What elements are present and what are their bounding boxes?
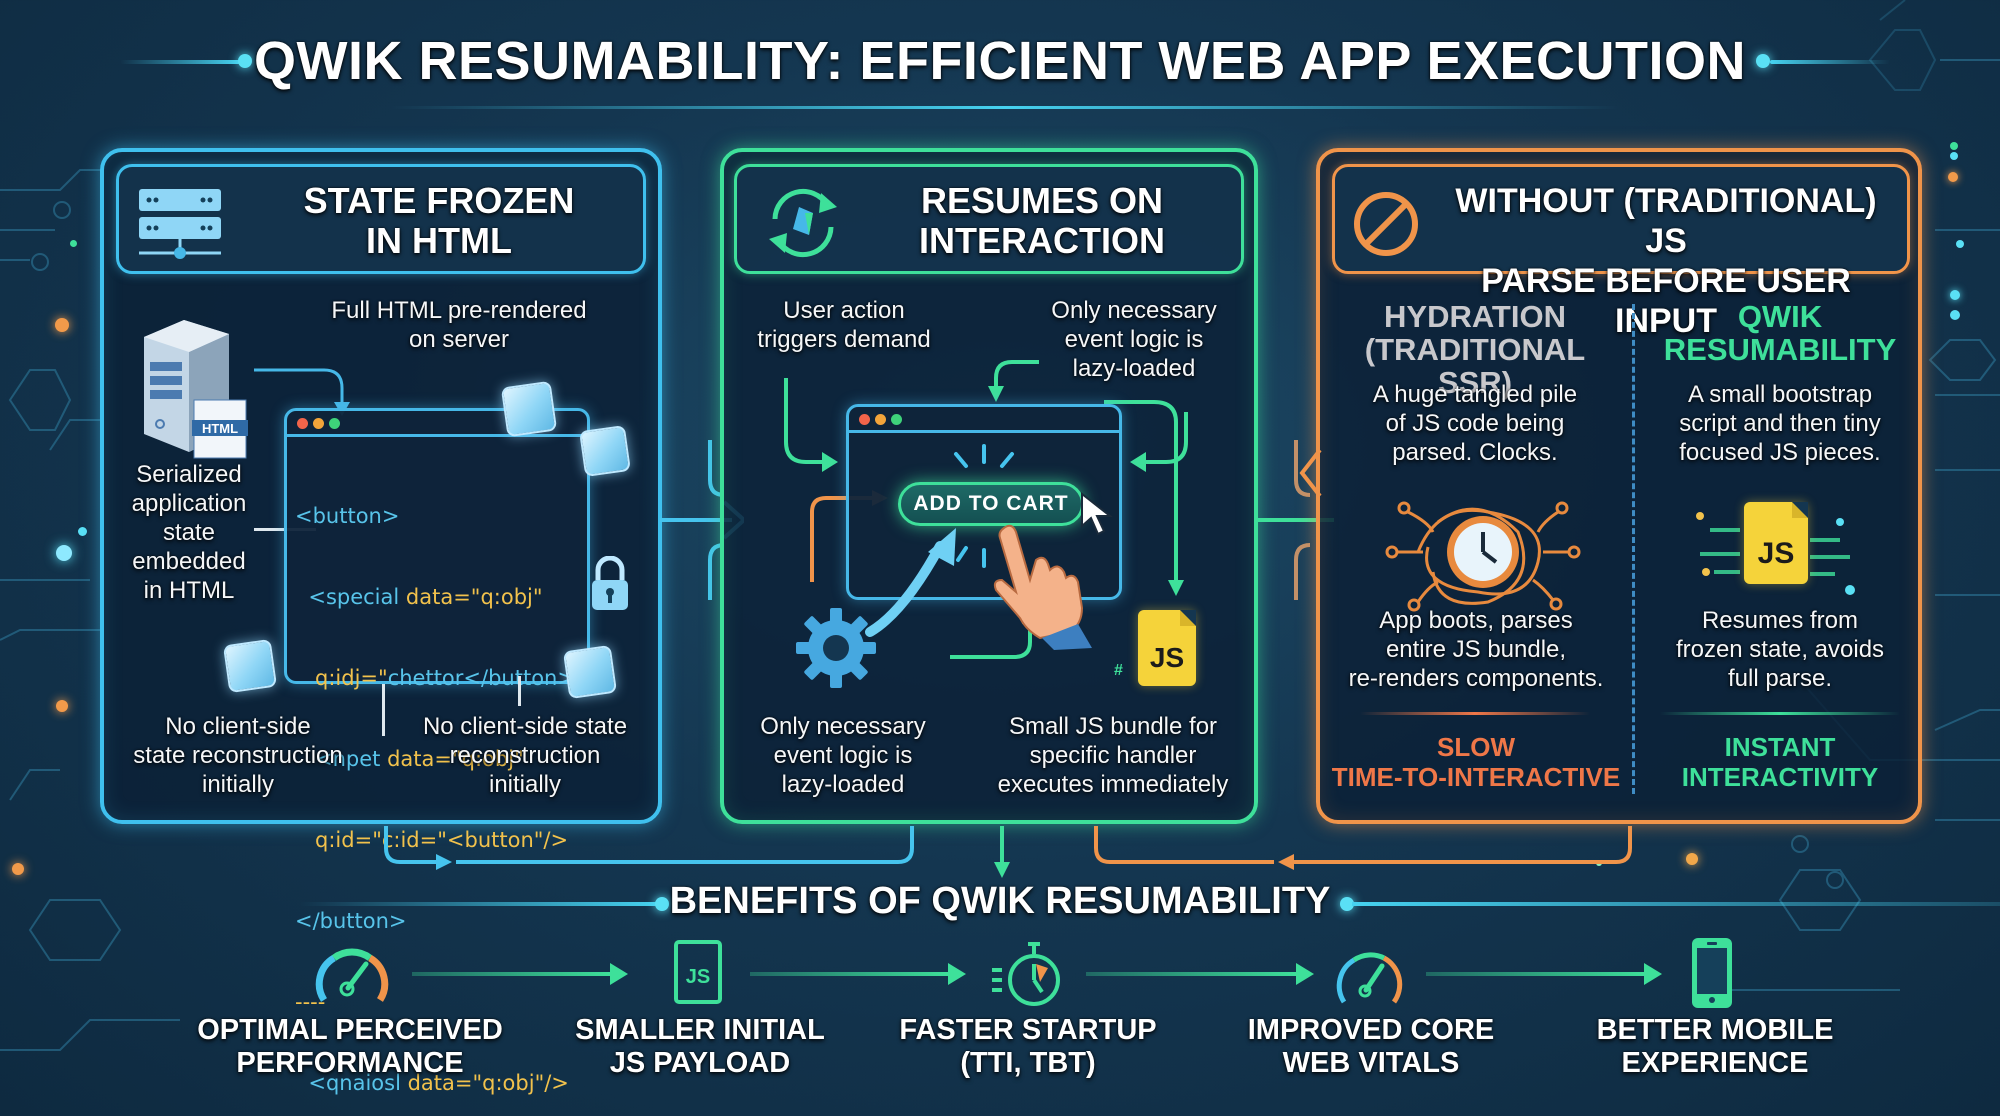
benefit-arrowhead-2	[948, 963, 966, 985]
benefits-dot-right	[1340, 897, 1354, 911]
panel-header-without: WITHOUT (TRADITIONAL) JS PARSE BEFORE US…	[1332, 164, 1910, 340]
benefit-arrow-2	[750, 972, 950, 976]
gauge-icon	[1336, 952, 1403, 1004]
window-maximize-dot	[329, 418, 340, 429]
add-to-cart-button[interactable]: ADD TO CART	[898, 482, 1084, 526]
note-no-client-reconstruction-left: No client-side state reconstruction init…	[133, 713, 343, 798]
benefits-line-right	[1352, 902, 2000, 906]
panel-entry-notch	[1299, 448, 1322, 498]
refresh-cycle-icon	[769, 188, 837, 258]
note-pointer-right	[518, 676, 521, 706]
label-user-action: User action triggers demand	[757, 297, 931, 353]
svg-text:HTML: HTML	[202, 421, 238, 436]
speed-lines-icon	[1696, 512, 1855, 595]
window-maximize-dot	[891, 414, 902, 425]
hydration-verdict: SLOW TIME-TO-INTERACTIVE	[1331, 732, 1621, 792]
benefit-faster-startup: FASTER STARTUP (TTI, TBT)	[899, 1014, 1157, 1079]
note-pointer-left	[382, 684, 385, 736]
panel-heading-line2: PARSE BEFORE USER INPUT	[1481, 262, 1851, 340]
smartphone-icon	[1692, 938, 1732, 1008]
title-dot-left	[238, 54, 252, 68]
gear-icon	[796, 608, 876, 688]
pointing-hand-icon	[993, 524, 1092, 650]
window-close-dot	[859, 414, 870, 425]
hydration-description: A huge tangled pile of JS code being par…	[1372, 381, 1578, 466]
window-minimize-dot	[875, 414, 886, 425]
qwik-description: A small bootstrap script and then tiny f…	[1679, 381, 1881, 466]
benefit-arrowhead-3	[1296, 963, 1314, 985]
prohibited-icon	[1354, 192, 1418, 256]
benefit-optimal-performance: OPTIMAL PERCEIVED PERFORMANCE	[197, 1014, 503, 1079]
qwik-js-file-icon: JS	[1744, 502, 1808, 584]
panel-without-js-parse: WITHOUT (TRADITIONAL) JS PARSE BEFORE US…	[1299, 148, 1922, 824]
serialized-code: <button> <special data="q:obj" q:idj="ch…	[295, 504, 575, 1095]
panel-heading-line1: RESUMES ON	[920, 180, 1164, 221]
title-line-right	[1770, 60, 1890, 64]
hash-symbol-icon: #	[1114, 662, 1123, 679]
benefit-arrow-1	[412, 972, 612, 976]
benefit-arrow-4	[1426, 972, 1646, 976]
benefit-core-web-vitals: IMPROVED CORE WEB VITALS	[1247, 1014, 1495, 1079]
trigger-arrow-icon	[865, 528, 956, 637]
hydration-detail: App boots, parses entire JS bundle, re-r…	[1348, 607, 1604, 692]
padlock-icon	[592, 556, 628, 610]
hydration-title: HYDRATION (TRADITIONAL SSR)	[1364, 299, 1586, 400]
panel-heading-line1: STATE FROZEN	[303, 180, 575, 221]
title-line-left	[120, 60, 240, 64]
panel-heading-line2: INTERACTION	[919, 220, 1165, 261]
html-code-window: <button> <special data="q:obj" q:idj="ch…	[284, 408, 590, 1095]
ice-cube-icon	[500, 380, 558, 438]
mouse-cursor-icon	[1081, 492, 1113, 536]
comparison-divider	[1632, 304, 1635, 794]
window-minimize-dot	[313, 418, 324, 429]
js-file-icon: JS	[674, 940, 722, 1004]
panel-header-state-frozen: STATE FROZEN IN HTML	[116, 164, 646, 274]
benefit-arrowhead-1	[610, 963, 628, 985]
note-lazy-loaded: Only necessary event logic is lazy-loade…	[760, 713, 926, 798]
benefits-heading: BENEFITS OF QWIK RESUMABILITY	[669, 880, 1331, 922]
title-underline	[390, 106, 1620, 109]
panel-heading-line2: IN HTML	[366, 220, 512, 261]
window-close-dot	[297, 418, 308, 429]
js-bundle-icon: JS	[1138, 610, 1196, 686]
qwik-detail: Resumes from frozen state, avoids full p…	[1675, 607, 1885, 692]
benefits-line-left	[300, 902, 660, 906]
prerender-label: Full HTML pre-rendered on server	[331, 297, 587, 353]
window-titlebar	[849, 407, 1119, 433]
benefits-feed-arrows	[384, 826, 1632, 878]
benefit-mobile-experience: BETTER MOBILE EXPERIENCE	[1596, 1014, 1834, 1079]
qwik-title: QWIK RESUMABILITY	[1663, 299, 1897, 367]
stopwatch-icon	[992, 942, 1060, 1006]
benefits-dot-left	[655, 897, 669, 911]
panel-resumes-on-interaction: RESUMES ON INTERACTION User action trigg…	[720, 148, 1258, 824]
speedometer-icon	[315, 948, 389, 1002]
window-titlebar	[287, 411, 587, 437]
panel-heading-line1: WITHOUT (TRADITIONAL) JS	[1455, 182, 1877, 260]
tangled-clock-icon	[1385, 501, 1581, 612]
server-rack-icon	[139, 189, 221, 259]
qwik-verdict: INSTANT INTERACTIVITY	[1681, 732, 1879, 792]
benefit-arrowhead-4	[1644, 963, 1662, 985]
panel-state-frozen: STATE FROZEN IN HTML HTML Full HTML pre-…	[100, 148, 662, 1095]
click-burst-icon	[954, 444, 1014, 568]
ice-cube-lock-icon	[579, 425, 631, 477]
server-html-icon: HTML	[144, 320, 248, 459]
label-lazy-loaded-top: Only necessary event logic is lazy-loade…	[1051, 297, 1217, 382]
note-no-client-reconstruction-right: No client-side state reconstruction init…	[422, 713, 628, 798]
page-title: QWIK RESUMABILITY: EFFICIENT WEB APP EXE…	[253, 31, 1747, 91]
hydration-divider	[1360, 712, 1590, 715]
qwik-divider	[1660, 712, 1900, 715]
serialized-state-label: Serialized application state embedded in…	[131, 461, 247, 604]
benefit-smaller-payload: SMALLER INITIAL JS PAYLOAD	[575, 1014, 825, 1079]
note-small-js-bundle: Small JS bundle for specific handler exe…	[997, 713, 1229, 798]
benefit-arrow-3	[1086, 972, 1298, 976]
ice-cube-icon	[562, 644, 618, 700]
ice-cube-icon	[222, 638, 278, 694]
panel-header-resumes: RESUMES ON INTERACTION	[734, 164, 1244, 274]
title-dot-right	[1756, 54, 1770, 68]
